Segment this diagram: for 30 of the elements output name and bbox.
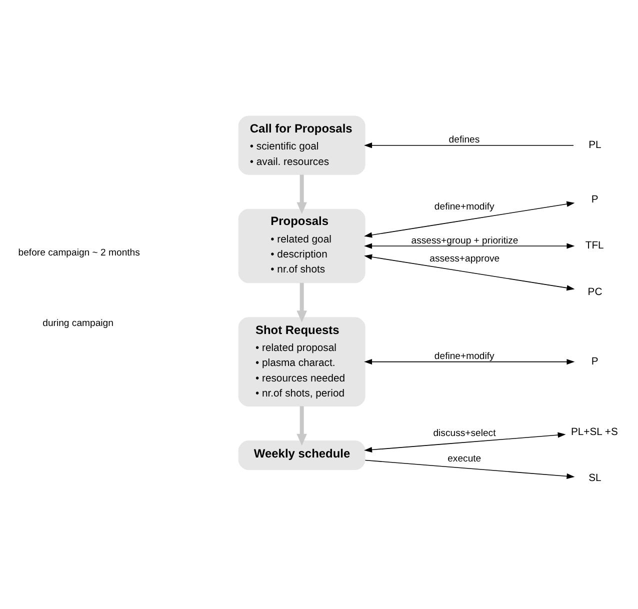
arrow [296, 406, 307, 446]
node-text: SL [588, 473, 602, 484]
arrow [364, 359, 575, 365]
arrow [296, 282, 307, 322]
node-text: P [591, 356, 598, 368]
node-box: Call for Proposals • scientific goal • avail. resources [238, 116, 366, 175]
edge-label: discuss+select [433, 428, 496, 439]
edge-label: execute [448, 453, 482, 464]
edge-label: define+modify [434, 351, 494, 362]
arrow [364, 243, 575, 249]
node-text: PL+SL +S [571, 426, 618, 438]
edge-label: defines [448, 134, 480, 146]
arrow [296, 174, 307, 214]
node-text: TFL [585, 240, 604, 252]
node-text: PL [588, 140, 602, 152]
node-box: Proposals • related goal • description • nr.of shots [238, 208, 366, 284]
edge-label: assess+group + prioritize [411, 235, 518, 246]
arrow [364, 254, 575, 291]
arrow [364, 201, 575, 238]
arrow [364, 460, 575, 480]
arrow [364, 142, 574, 148]
node-box: Shot Requests • related proposal • plasma charact. • resources needed • nr.of shots, period [238, 317, 366, 407]
label: during campaign [42, 318, 114, 329]
node-text: P [591, 194, 598, 206]
label: before campaign ~ 2 months [18, 248, 140, 259]
edge-label: define+modify [434, 202, 494, 213]
edge-label: assess+approve [430, 254, 500, 265]
node-text: PC [588, 287, 602, 298]
arrow [364, 432, 566, 453]
node-box: Weekly schedule [238, 440, 366, 470]
